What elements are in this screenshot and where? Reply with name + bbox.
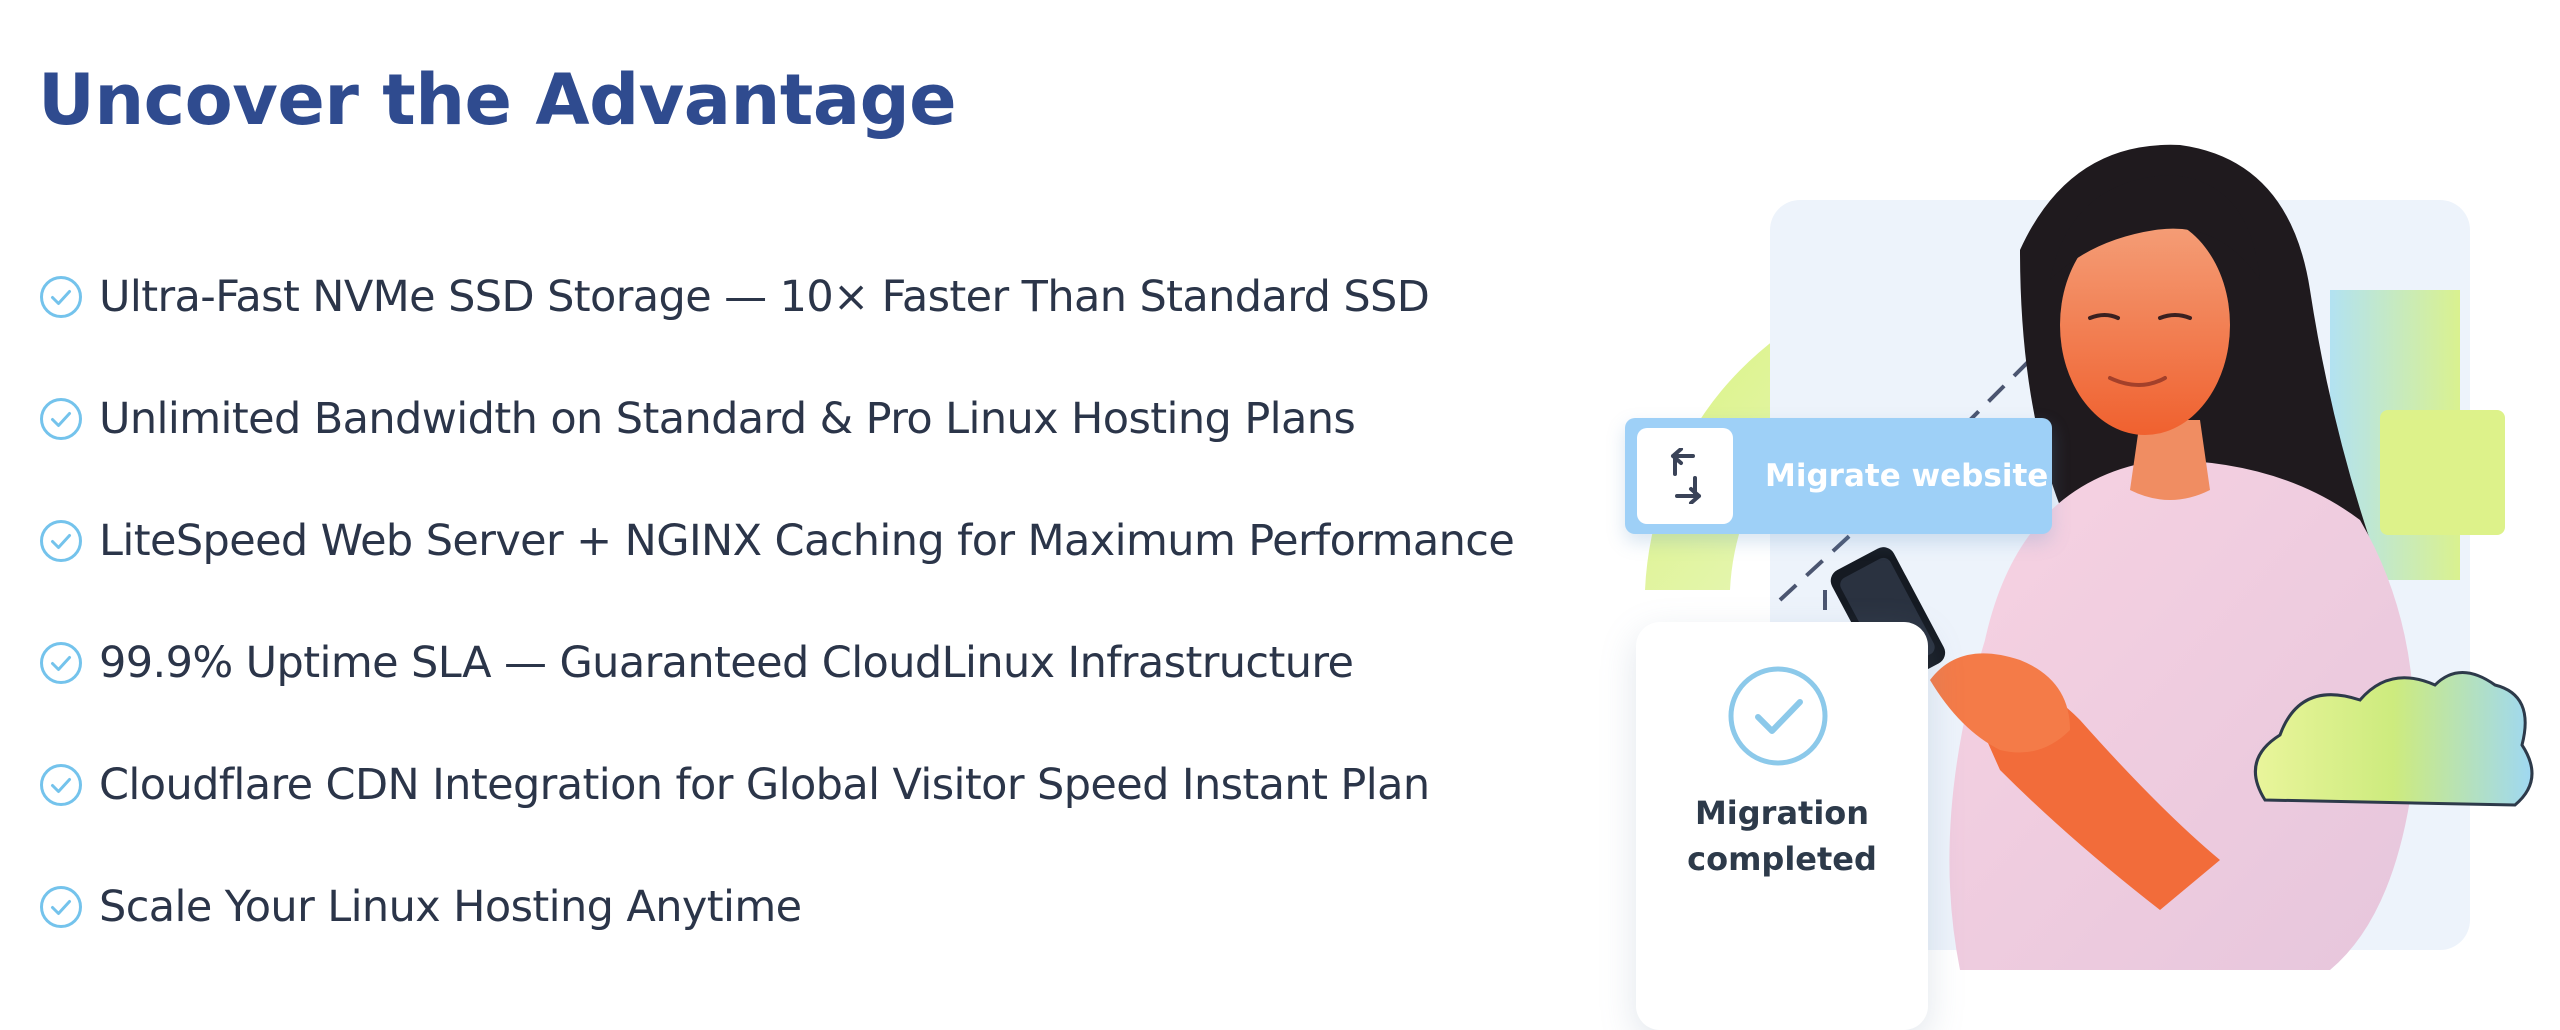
feature-text: 99.9% Uptime SLA — Guaranteed CloudLinux… xyxy=(99,638,1354,688)
migration-status-line1: Migration xyxy=(1694,794,1870,832)
feature-item: Cloudflare CDN Integration for Global Vi… xyxy=(38,724,1514,846)
section-heading: Uncover the Advantage xyxy=(38,59,957,141)
migrate-website-label: Migrate website xyxy=(1765,458,2049,494)
neck xyxy=(2130,420,2210,500)
feature-item: Ultra-Fast NVMe SSD Storage — 10× Faster… xyxy=(38,236,1514,358)
feature-item: 99.9% Uptime SLA — Guaranteed CloudLinux… xyxy=(38,602,1514,724)
cloud-shape xyxy=(2253,671,2534,807)
eye-left xyxy=(2088,313,2120,320)
feature-text: Ultra-Fast NVMe SSD Storage — 10× Faster… xyxy=(99,272,1430,322)
check-circle-icon xyxy=(40,642,82,684)
hair-front xyxy=(2050,175,2260,280)
check-circle-icon xyxy=(40,886,82,928)
hero-artwork xyxy=(1645,144,2534,970)
check-circle-icon xyxy=(40,764,82,806)
feature-item: Unlimited Bandwidth on Standard & Pro Li… xyxy=(38,358,1514,480)
feature-text: Scale Your Linux Hosting Anytime xyxy=(99,882,802,932)
swap-arrows-icon xyxy=(1637,428,1733,524)
check-circle-icon xyxy=(40,398,82,440)
shirt xyxy=(1949,460,2415,970)
feature-item: Scale Your Linux Hosting Anytime xyxy=(38,846,1514,968)
feature-list: Ultra-Fast NVMe SSD Storage — 10× Faster… xyxy=(38,236,1515,968)
check-circle-icon xyxy=(1728,666,1828,766)
feature-text: LiteSpeed Web Server + NGINX Caching for… xyxy=(99,516,1515,566)
hero-illustration: Migrate website Migration completed xyxy=(1600,120,2540,1030)
migrate-website-badge: Migrate website xyxy=(1625,418,2052,534)
decorative-block-tab xyxy=(2380,410,2505,535)
migration-completed-card: Migration completed xyxy=(1636,622,1928,1030)
feature-item: LiteSpeed Web Server + NGINX Caching for… xyxy=(38,480,1515,602)
feature-text: Cloudflare CDN Integration for Global Vi… xyxy=(99,760,1430,810)
hand xyxy=(1930,653,2070,753)
check-circle-icon xyxy=(40,520,82,562)
face xyxy=(2060,215,2230,435)
feature-text: Unlimited Bandwidth on Standard & Pro Li… xyxy=(99,394,1356,444)
eye-right xyxy=(2158,313,2192,320)
check-circle-icon xyxy=(40,276,82,318)
migration-status-line2: completed xyxy=(1687,840,1877,878)
smile xyxy=(2108,376,2167,387)
migration-status: Migration completed xyxy=(1636,790,1928,882)
